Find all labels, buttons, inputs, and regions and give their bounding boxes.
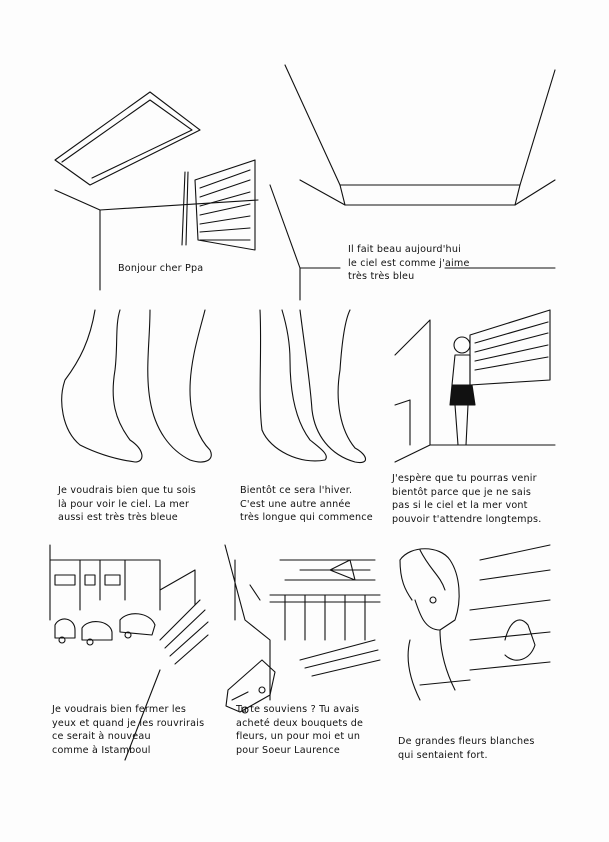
panel-feet-1-caption: Je voudrais bien que tu sois là pour voi… xyxy=(58,484,196,525)
panel-feet-2-drawing xyxy=(259,309,367,464)
caption-line: fleurs, un pour moi et un xyxy=(236,731,361,742)
panel-street-drawing xyxy=(49,544,209,761)
panel-window-1-caption: Bonjour cher Ppa xyxy=(118,262,203,276)
caption-line: ce serait à nouveau xyxy=(52,731,151,742)
caption-line: C'est une autre année xyxy=(240,498,351,510)
caption-line: qui sentaient fort. xyxy=(398,749,488,761)
panel-skylight-caption: Il fait beau aujourd'hui le ciel est com… xyxy=(348,243,470,284)
caption-line: Tu te souviens ? Tu avais xyxy=(236,704,360,715)
caption-line: Bonjour cher Ppa xyxy=(118,263,204,274)
caption-line: De grandes fleurs blanches xyxy=(398,736,535,747)
panel-window-1-drawing xyxy=(54,91,259,291)
caption-line: pour Soeur Laurence xyxy=(236,744,340,756)
caption-line: très longue qui commence xyxy=(240,512,373,523)
caption-line: yeux et quand je les rouvrirais xyxy=(52,717,205,729)
caption-line: pouvoir t'attendre longtemps. xyxy=(392,513,542,525)
caption-line: très très bleu xyxy=(348,271,415,282)
panel-woman-blinds-drawing xyxy=(399,544,551,701)
panel-sea-balcony-drawing xyxy=(224,544,381,714)
panel-street-caption: Je voudrais bien fermer les yeux et quan… xyxy=(52,703,204,757)
caption-line: Je voudrais bien fermer les xyxy=(52,704,187,715)
panel-woman-blinds-caption: De grandes fleurs blanches qui sentaient… xyxy=(398,735,535,762)
panel-man-window-drawing xyxy=(394,309,556,463)
caption-line: acheté deux bouquets de xyxy=(236,717,364,729)
caption-line: le ciel est comme j'aime xyxy=(348,257,470,269)
caption-line: là pour voir le ciel. La mer xyxy=(58,498,190,510)
caption-line: pas si le ciel et la mer vont xyxy=(392,500,528,511)
panel-man-window-caption: J'espère que tu pourras venir bientôt pa… xyxy=(392,472,541,526)
caption-line: aussi est très très bleue xyxy=(58,512,178,523)
panel-sea-balcony-caption: Tu te souviens ? Tu avais acheté deux bo… xyxy=(236,703,363,757)
caption-line: Je voudrais bien que tu sois xyxy=(58,485,196,496)
caption-line: J'espère que tu pourras venir xyxy=(392,473,537,484)
caption-line: Il fait beau aujourd'hui xyxy=(348,244,461,255)
caption-line: bientôt parce que je ne sais xyxy=(392,486,532,498)
caption-line: Bientôt ce sera l'hiver. xyxy=(240,485,353,496)
panel-feet-1-drawing xyxy=(61,309,212,463)
caption-line: comme à Istamboul xyxy=(52,744,151,756)
panel-feet-2-caption: Bientôt ce sera l'hiver. C'est une autre… xyxy=(240,484,373,525)
panel-skylight-drawing xyxy=(269,64,556,301)
